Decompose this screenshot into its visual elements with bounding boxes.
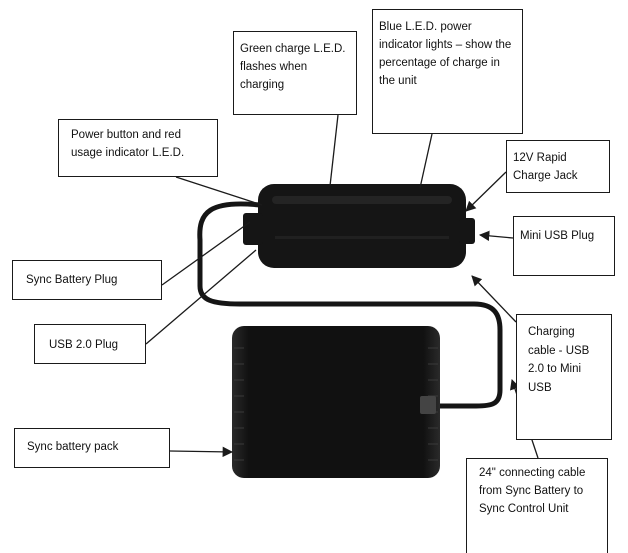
label-connecting-cable: 24" connecting cable from Sync Battery t… (466, 458, 608, 553)
leader-blue-led (419, 133, 433, 189)
label-usb-plug: USB 2.0 Plug (34, 324, 146, 364)
label-blue-power-led: Blue L.E.D. power indicator lights – sho… (372, 9, 523, 134)
leader-green-led (329, 114, 339, 187)
leader-usb2 (145, 249, 257, 345)
label-battery-pack: Sync battery pack (14, 428, 170, 468)
arrow-12v (465, 171, 507, 212)
label-charge-jack: 12V Rapid Charge Jack (506, 140, 610, 193)
arrow-charging (471, 275, 517, 323)
arrow-mini-usb (478, 230, 514, 242)
connecting-cable (197, 201, 503, 409)
battery-pack (232, 326, 440, 478)
control-unit (243, 184, 475, 268)
leader-power (175, 176, 263, 206)
leader-sync-plug (161, 221, 251, 286)
label-charging-cable: Charging cable - USB 2.0 to Mini USB (516, 314, 612, 440)
label-sync-battery-plug: Sync Battery Plug (12, 260, 162, 300)
label-green-charge-led: Green charge L.E.D. flashes when chargin… (233, 31, 357, 115)
arrow-battery-pack (169, 446, 234, 458)
label-mini-usb-plug: Mini USB Plug (513, 216, 615, 276)
label-power-button: Power button and red usage indicator L.E… (58, 119, 218, 177)
